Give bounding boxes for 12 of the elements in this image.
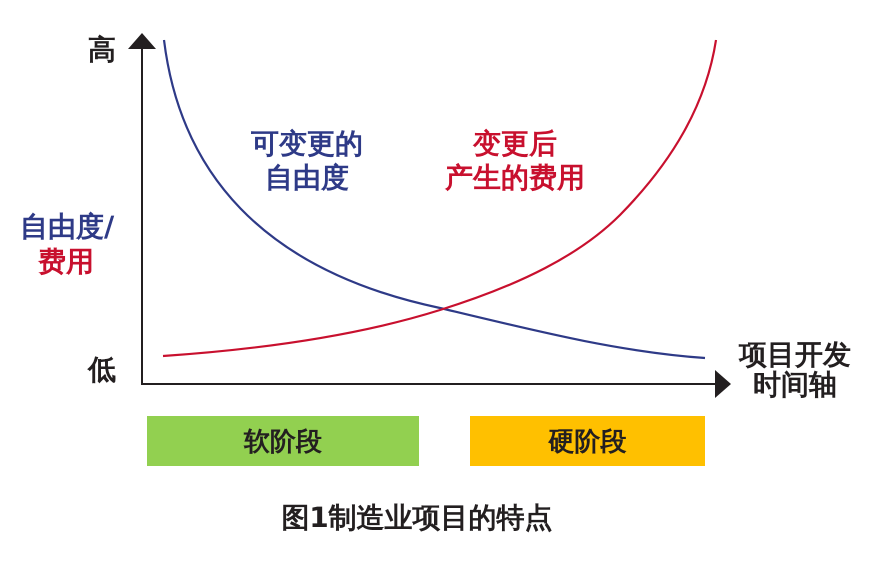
phase-band (147, 416, 419, 466)
curve-label: 可变更的自由度 (250, 127, 364, 195)
axis-high-label: 高 (88, 33, 117, 67)
y-axis-title: 费用 (38, 245, 95, 279)
x-axis-title: 项目开发时间轴 (738, 340, 852, 400)
phase-band (470, 416, 705, 466)
curve-label: 变更后产生的费用 (444, 127, 586, 195)
phase-name: 软阶段 (244, 426, 322, 458)
axis-low-label: 低 (88, 353, 117, 387)
figure-caption: 图1制造业项目的特点 (280, 501, 554, 535)
y-axis-title: 自由度/ (20, 210, 116, 244)
phase-name: 硬阶段 (548, 426, 626, 458)
